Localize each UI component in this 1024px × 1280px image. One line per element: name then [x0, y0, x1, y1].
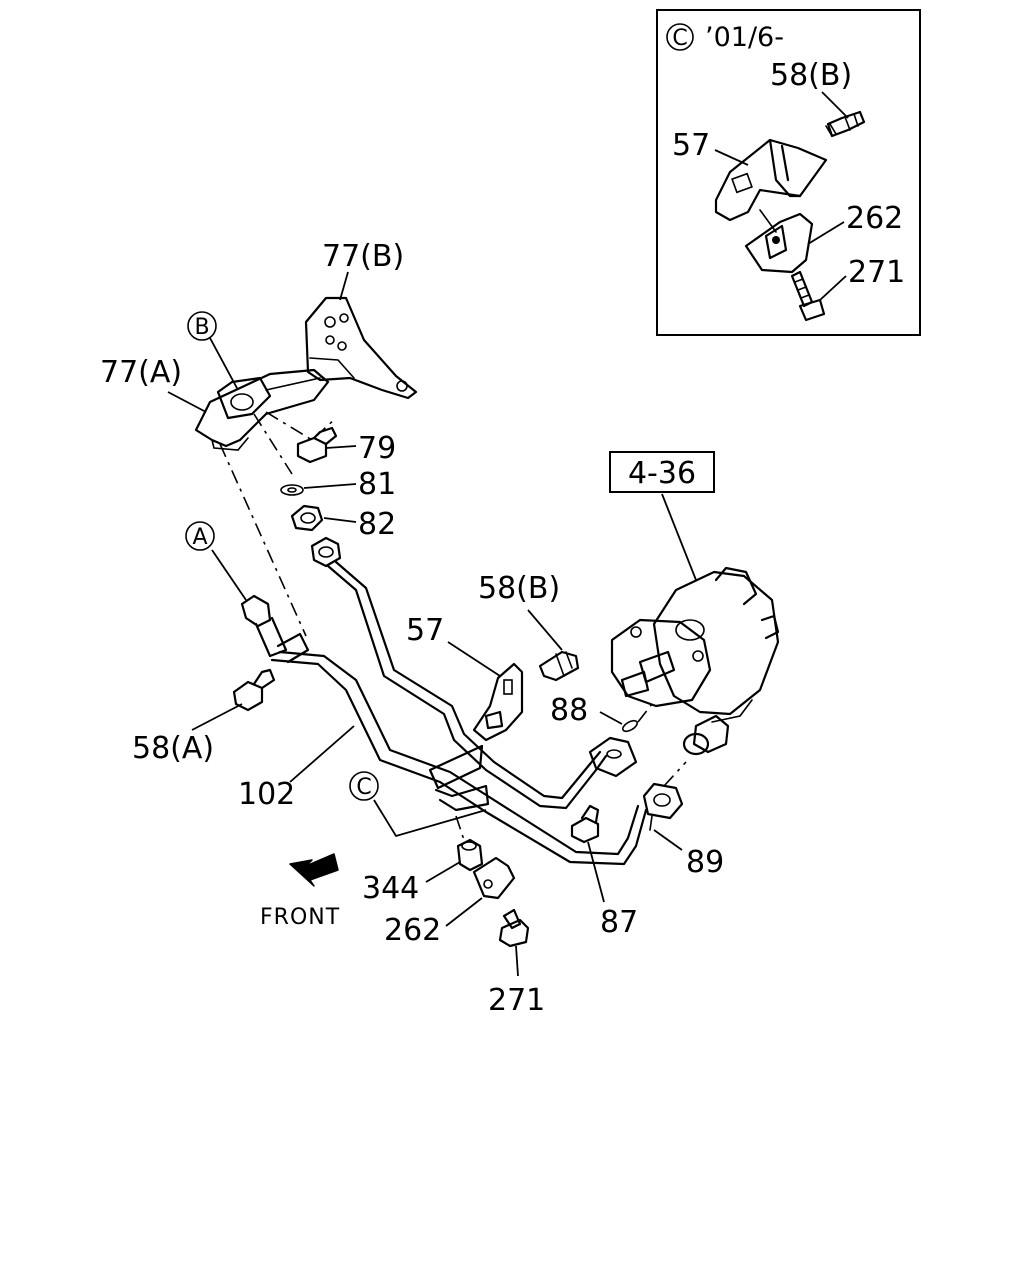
inset-ref-circle-c [666, 23, 694, 51]
bracket-77b [304, 296, 418, 400]
fitting-a [240, 594, 310, 664]
inset-clip-262 [744, 209, 814, 274]
label-77a: 77(A) [100, 355, 182, 390]
inset-date-range: ’01/6- [705, 22, 784, 53]
bracket-57 [472, 662, 524, 742]
label-344: 344 [362, 871, 419, 906]
inset-bolt-271 [790, 270, 826, 322]
label-77b: 77(B) [322, 239, 404, 274]
inset-bolt-58b [825, 110, 866, 138]
label-271: 271 [488, 983, 545, 1018]
cap-344 [456, 838, 484, 872]
ref-circle-a [185, 521, 215, 551]
pump-4-36: 4-36 [609, 451, 780, 756]
bolt-271 [498, 908, 530, 948]
washer-81 [280, 484, 304, 496]
label-58b: 58(B) [478, 571, 560, 606]
label-262: 262 [384, 913, 441, 948]
o-ring-88 [621, 719, 639, 733]
inset-label-58b: 58(B) [770, 58, 852, 93]
front-label: FRONT [260, 905, 340, 930]
nut-82 [290, 504, 324, 532]
label-57: 57 [406, 613, 444, 648]
bolt-58a [232, 668, 276, 712]
label-79: 79 [358, 431, 396, 466]
bolt-87 [570, 804, 600, 844]
hose-89 [642, 782, 684, 831]
bolt-79 [296, 426, 338, 464]
clip-262 [472, 856, 516, 900]
label-81: 81 [358, 467, 396, 502]
label-87: 87 [600, 905, 638, 940]
label-89: 89 [686, 845, 724, 880]
ref-letter-b: B [194, 315, 209, 340]
inset-label-262: 262 [846, 201, 903, 236]
bracket-77a [194, 368, 330, 451]
inset-label-57: 57 [672, 128, 710, 163]
label-58a: 58(A) [132, 731, 214, 766]
label-4-36: 4-36 [628, 456, 696, 491]
inset-panel: C ’01/6- 58(B) 57 262 [656, 9, 921, 336]
ref-letter-a: A [192, 525, 207, 550]
pipe-102 [270, 536, 648, 866]
label-102: 102 [238, 777, 295, 812]
label-82: 82 [358, 507, 396, 542]
inset-label-271: 271 [848, 255, 905, 290]
inset-ref-letter: C [672, 26, 687, 51]
bolt-58b [538, 650, 580, 682]
label-88: 88 [550, 693, 588, 728]
ref-letter-c: C [356, 775, 371, 800]
ref-circle-b [187, 311, 217, 341]
front-arrow-icon [289, 853, 339, 887]
inset-bracket-57 [714, 138, 828, 222]
ref-circle-c [349, 771, 379, 801]
